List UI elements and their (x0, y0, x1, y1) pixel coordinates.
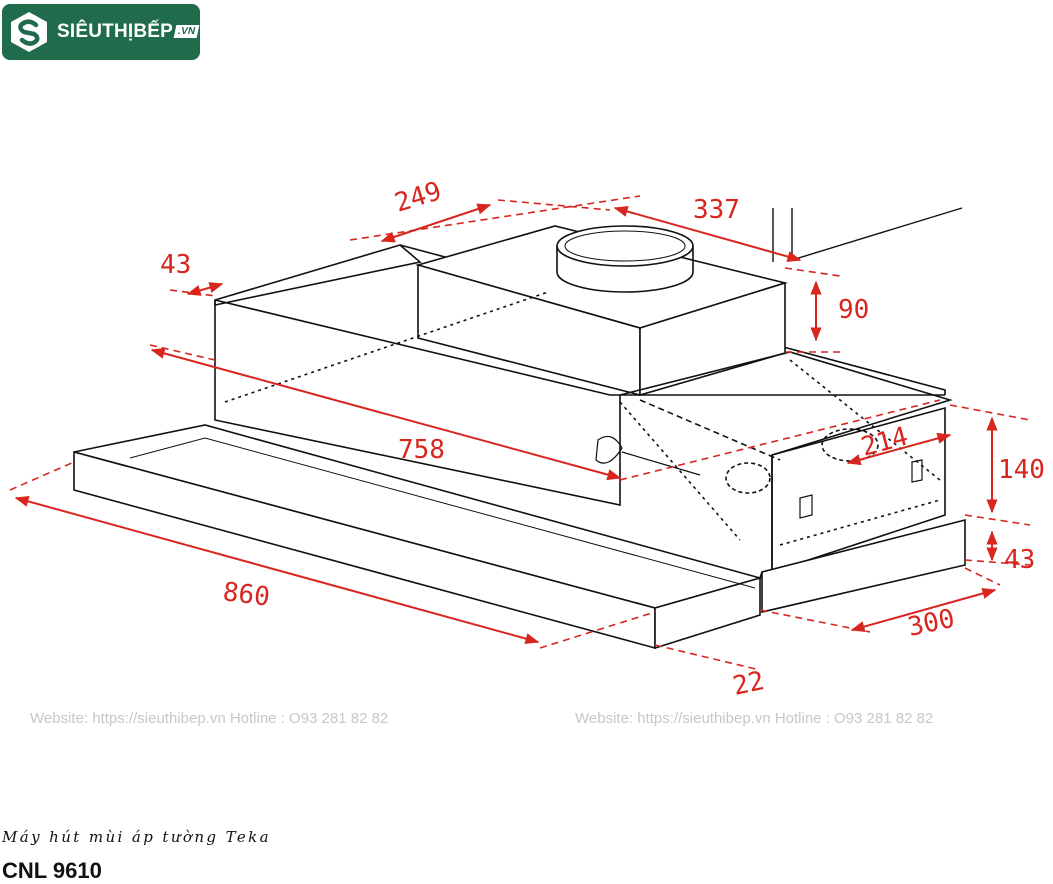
logo-wordmark: SIÊUTHỊBẾP (57, 21, 174, 42)
technical-drawing: 249 337 43 90 758 214 140 43 860 300 22 (9, 176, 1045, 700)
dim-label-249: 249 (391, 176, 445, 218)
product-subtitle: Máy hút mùi áp tường Teka (2, 828, 271, 846)
dim-label-90: 90 (838, 295, 869, 325)
dimension-lines (9, 195, 1031, 671)
product-model: CNL 9610 (2, 858, 102, 883)
watermark-right: Website: https://sieuthibep.vn Hotline :… (575, 710, 934, 727)
dim-line-337 (613, 206, 802, 262)
logo-mark-icon (11, 12, 47, 52)
hood-back-body (214, 244, 422, 306)
dim-line-214 (846, 432, 952, 466)
visor-side (654, 576, 761, 650)
base-block (761, 518, 966, 614)
dim-line-249 (380, 203, 492, 243)
dim-label-140: 140 (998, 455, 1045, 485)
logo-text: SIÊUTHỊBẾP.VN (57, 21, 200, 43)
dim-line-300 (850, 588, 997, 632)
watermark-left: Website: https://sieuthibep.vn Hotline :… (30, 710, 389, 727)
dim-label-337: 337 (693, 195, 740, 225)
dim-line-758 (150, 347, 622, 481)
dim-line-860 (14, 495, 540, 645)
dim-label-22: 22 (730, 666, 767, 700)
dim-label-43-side: 43 (1004, 545, 1035, 575)
dim-label-860: 860 (221, 577, 271, 613)
hood-outline (73, 207, 966, 650)
dim-label-758: 758 (398, 435, 445, 465)
dim-label-300: 300 (905, 604, 957, 643)
dim-label-43-top: 43 (160, 250, 191, 280)
dim-line-43-top (186, 282, 224, 296)
outlet-ring-top (556, 225, 694, 267)
brand-logo: SIÊUTHỊBẾP.VN (2, 4, 200, 60)
